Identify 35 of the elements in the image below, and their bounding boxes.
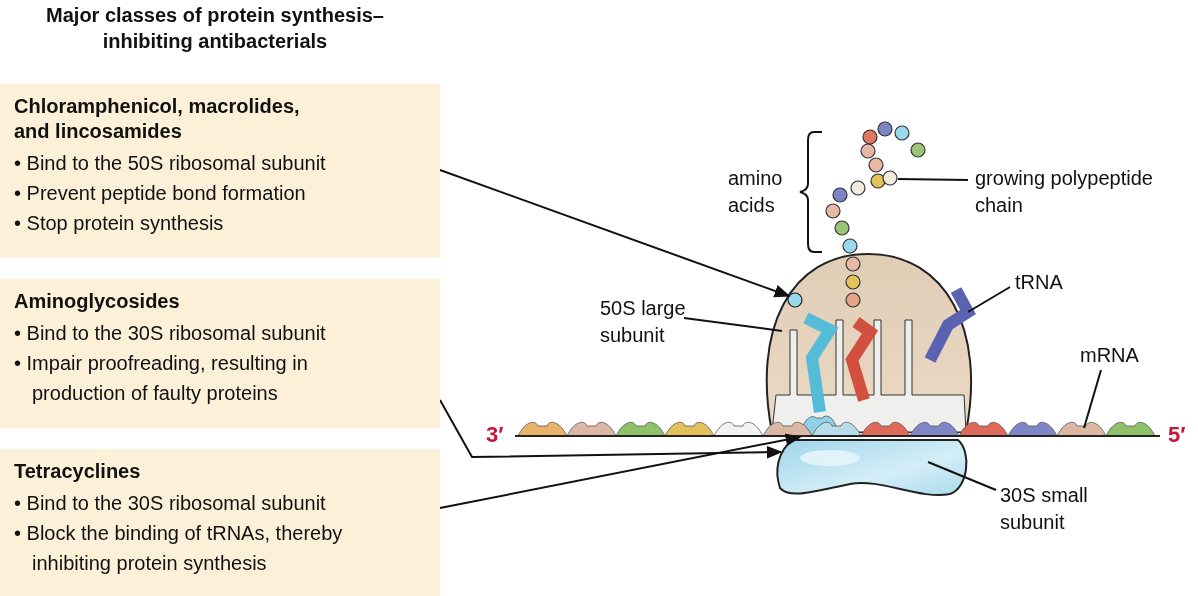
title: Major classes of protein synthesis–inhibiting antibacterials <box>45 3 385 54</box>
info-box <box>0 279 440 428</box>
info-box <box>0 84 440 258</box>
label-text: 50S large subunit <box>600 295 720 349</box>
leader-line <box>1083 369 1102 429</box>
arrow <box>439 399 783 459</box>
arrow <box>439 433 802 509</box>
strand-end-label: 5′ <box>1168 422 1187 448</box>
bullet-point: • Stop protein synthesis <box>14 211 225 236</box>
bullet-point: • Block the binding of tRNAs, thereby inhibiting protein synthesis <box>14 521 344 576</box>
mrna-strand-drawing <box>514 421 1161 437</box>
leader-line <box>927 461 997 491</box>
leader-line <box>967 286 1011 313</box>
small-subunit-drawing <box>776 439 968 496</box>
label-text: growing polypeptide chain <box>975 165 1198 219</box>
leader-line <box>897 178 969 181</box>
box-heading: Aminoglycosides <box>14 289 181 314</box>
box-heading: Tetracyclines <box>14 459 142 484</box>
bullet-point: • Impair proofreading, resulting in production of faulty proteins <box>14 351 309 406</box>
bullet-point: • Bind to the 50S ribosomal subunit <box>14 151 327 176</box>
label-text: amino acids <box>728 166 784 218</box>
leader-line <box>683 317 783 332</box>
bullet-point: • Bind to the 30S ribosomal subunit <box>14 321 327 346</box>
box-heading: Chloramphenicol, macrolides, and lincosamides <box>14 94 301 144</box>
bullet-point: • Bind to the 30S ribosomal subunit <box>14 491 327 516</box>
trna-drawing <box>924 287 976 363</box>
bullet-point: • Prevent peptide bond formation <box>14 181 307 206</box>
label-text: tRNA <box>1015 269 1075 296</box>
label-text: mRNA <box>1080 342 1150 369</box>
large-subunit-drawing <box>765 253 973 436</box>
arrow <box>439 169 791 298</box>
polypeptide-chain-drawing <box>825 121 926 254</box>
strand-end-label: 3′ <box>486 422 505 448</box>
label-text: 30S small subunit <box>1000 482 1120 536</box>
info-box <box>0 449 440 596</box>
